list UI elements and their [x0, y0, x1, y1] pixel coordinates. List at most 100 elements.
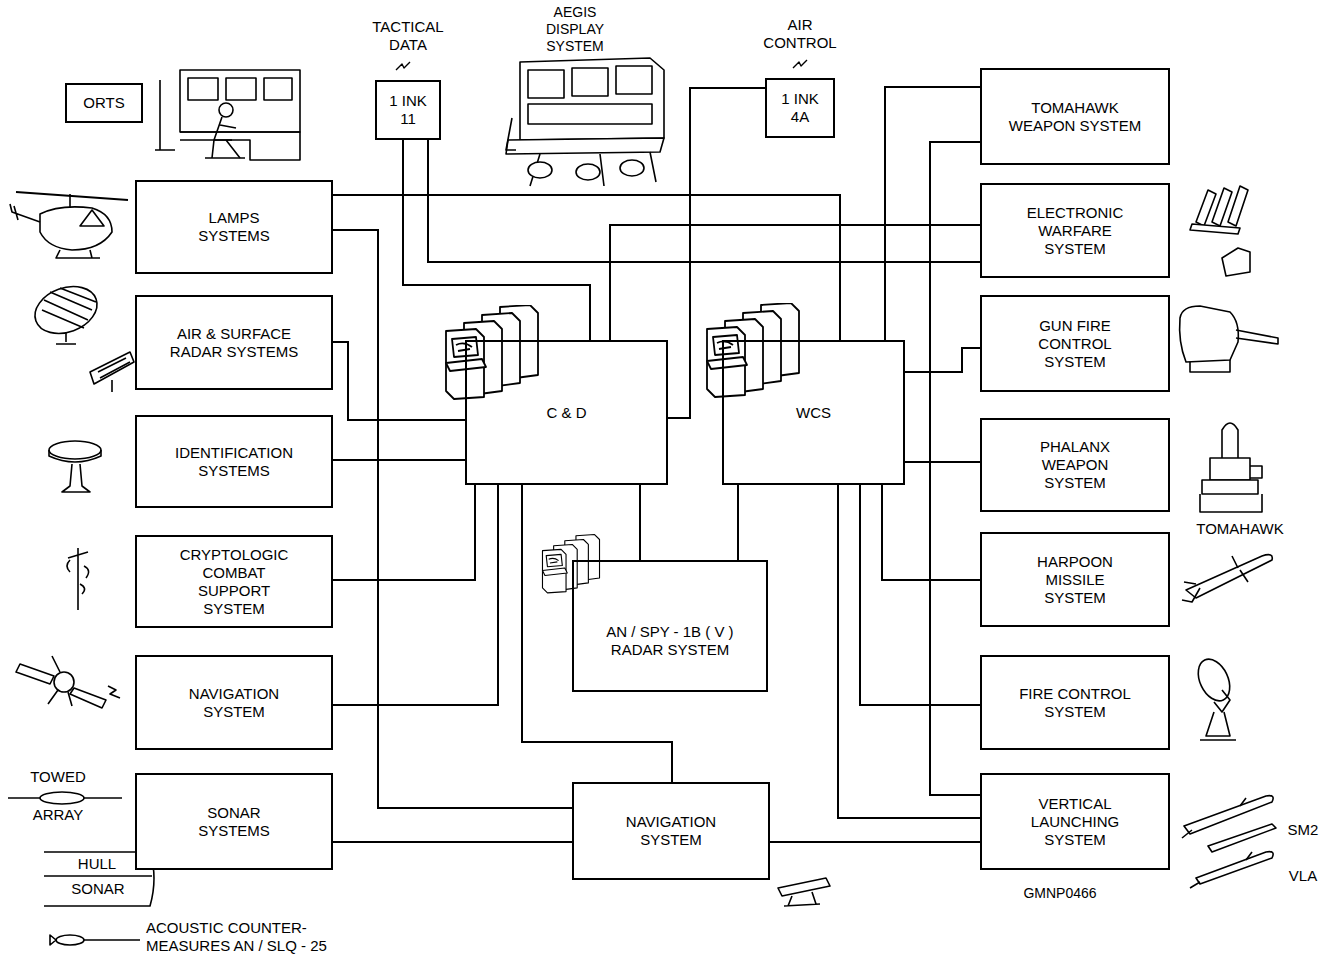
system-box: TOMAHAWK WEAPON SYSTEM — [980, 68, 1170, 165]
system-box: AIR CONTROL1 INK 4A — [765, 78, 835, 138]
figure-label: SONAR — [58, 879, 138, 898]
gun-mount-icon-part — [1190, 360, 1230, 372]
theodolite-icon — [778, 878, 830, 906]
iff-antenna-icon-part — [62, 464, 90, 492]
iff-antenna-icon — [49, 441, 101, 492]
link-heading: AIR CONTROL — [754, 16, 846, 52]
system-box: TACTICAL DATA1 INK 11 — [375, 80, 441, 140]
connector-line — [905, 348, 980, 372]
acoustic-countermeasure-icon-part — [56, 935, 84, 945]
aegis-display-console-part — [506, 118, 516, 150]
phalanx-ciws-icon-part — [1200, 494, 1262, 512]
orts-operator-part — [180, 132, 300, 160]
system-box: ELECTRONIC WARFARE SYSTEM — [980, 183, 1170, 278]
harpoon-missile-icon-part — [1182, 556, 1248, 602]
box-label: NAVIGATION SYSTEM — [174, 685, 294, 721]
system-box: FIRE CONTROL SYSTEM — [980, 655, 1170, 750]
vls-missile-icon-part — [1182, 798, 1246, 838]
aegis-display-console-part — [528, 162, 552, 178]
radar-antenna-icon-part — [98, 358, 130, 392]
gun-mount-icon — [1180, 306, 1278, 372]
radio-link-symbol-part — [396, 62, 410, 70]
system-box: LAMPS SYSTEMS — [135, 180, 333, 274]
satellite-icon-part — [54, 672, 74, 692]
console-illustration-part — [446, 305, 538, 399]
box-label: ORTS — [83, 94, 124, 112]
radar-antenna-icon-part — [90, 352, 134, 384]
system-box: GUN FIRE CONTROL SYSTEM — [980, 295, 1170, 392]
radar-antenna-icon-part — [56, 332, 76, 344]
fire-control-director-icon-part — [1200, 739, 1236, 741]
box-label: IDENTIFICATION SYSTEMS — [149, 444, 319, 480]
fire-control-director-icon — [1192, 654, 1236, 740]
box-label: C & D — [546, 404, 586, 422]
connector-line — [403, 140, 590, 340]
connector-line — [860, 485, 980, 705]
aegis-display-console-part — [528, 104, 652, 124]
phalanx-ciws-icon-part — [1202, 480, 1258, 494]
harpoon-missile-icon-part — [1186, 555, 1272, 598]
phalanx-ciws-icon-part — [1210, 458, 1250, 480]
box-label: NAVIGATION SYSTEM — [611, 813, 731, 849]
system-box: CRYPTOLOGIC COMBAT SUPPORT SYSTEM — [135, 535, 333, 628]
orts-operator-part — [205, 157, 245, 159]
figure-label: ACOUSTIC COUNTER- MEASURES AN / SLQ - 25 — [146, 919, 356, 955]
orts-operator-part — [188, 78, 218, 100]
box-label: SONAR SYSTEMS — [184, 804, 284, 840]
system-box: NAVIGATION SYSTEM — [135, 655, 333, 750]
radar-antenna-icon — [28, 278, 134, 392]
towed-array-icon — [8, 792, 122, 804]
aegis-display-console-part — [506, 138, 664, 154]
helicopter-icon-part — [16, 192, 128, 200]
vls-missile-icon-part — [1190, 852, 1252, 888]
orts-operator-part — [180, 70, 300, 132]
orts-operator-part — [219, 103, 233, 117]
connector-line — [333, 485, 475, 580]
system-box: SONAR SYSTEMS — [135, 773, 333, 870]
connector-line — [905, 461, 980, 463]
satellite-icon-part — [70, 688, 106, 708]
fire-control-director-icon-part — [1206, 712, 1230, 736]
connector-line — [668, 88, 765, 418]
satellite-icon-part — [16, 664, 54, 684]
radio-link-symbol — [396, 60, 807, 70]
figure-label: SM2 — [1281, 820, 1325, 839]
connector-line — [333, 342, 465, 420]
system-box: IDENTIFICATION SYSTEMS — [135, 415, 333, 508]
connector-line — [885, 87, 980, 340]
satellite-icon — [16, 656, 120, 708]
ew-launcher-icon-part — [1222, 248, 1250, 276]
figure-label: TOWED ARRAY — [18, 758, 98, 834]
aegis-display-console-part — [576, 164, 600, 180]
box-label: FIRE CONTROL SYSTEM — [1000, 685, 1150, 721]
orts-operator-part — [155, 80, 175, 150]
system-box: VERTICAL LAUNCHING SYSTEM — [980, 773, 1170, 870]
ew-launcher-icon-part — [1190, 224, 1240, 234]
box-label: 1 INK 4A — [775, 90, 825, 126]
figure-label: GMNP0466 — [1010, 884, 1110, 903]
system-box: HARPOON MISSILE SYSTEM — [980, 532, 1170, 627]
system-box: C & D — [465, 340, 668, 485]
ew-launcher-icon — [1190, 186, 1250, 276]
system-box: AN / SPY - 1B ( V ) RADAR SYSTEM — [572, 560, 768, 692]
aegis-display-console — [506, 58, 664, 186]
box-label: ELECTRONIC WARFARE SYSTEM — [1020, 204, 1130, 258]
helicopter-icon-part — [56, 250, 100, 258]
connector-line — [333, 459, 465, 461]
crypto-antenna-icon-part — [67, 548, 89, 610]
aegis-display-console-part — [572, 68, 608, 96]
vls-missile-icon — [1182, 796, 1276, 888]
connector-line — [930, 142, 980, 795]
system-box: NAVIGATION SYSTEM — [572, 782, 770, 880]
connector-line — [770, 841, 980, 843]
aegis-display-console-part — [620, 160, 644, 176]
satellite-icon-part — [108, 686, 120, 698]
ew-launcher-icon-part — [1228, 186, 1248, 226]
helicopter-icon-part — [80, 210, 104, 226]
connector-line — [333, 485, 498, 705]
link-heading: TACTICAL DATA — [362, 18, 454, 54]
system-box: PHALANX WEAPON SYSTEM — [980, 418, 1170, 512]
console-illustration-part — [707, 303, 799, 397]
phalanx-ciws-icon-part — [1222, 423, 1238, 458]
